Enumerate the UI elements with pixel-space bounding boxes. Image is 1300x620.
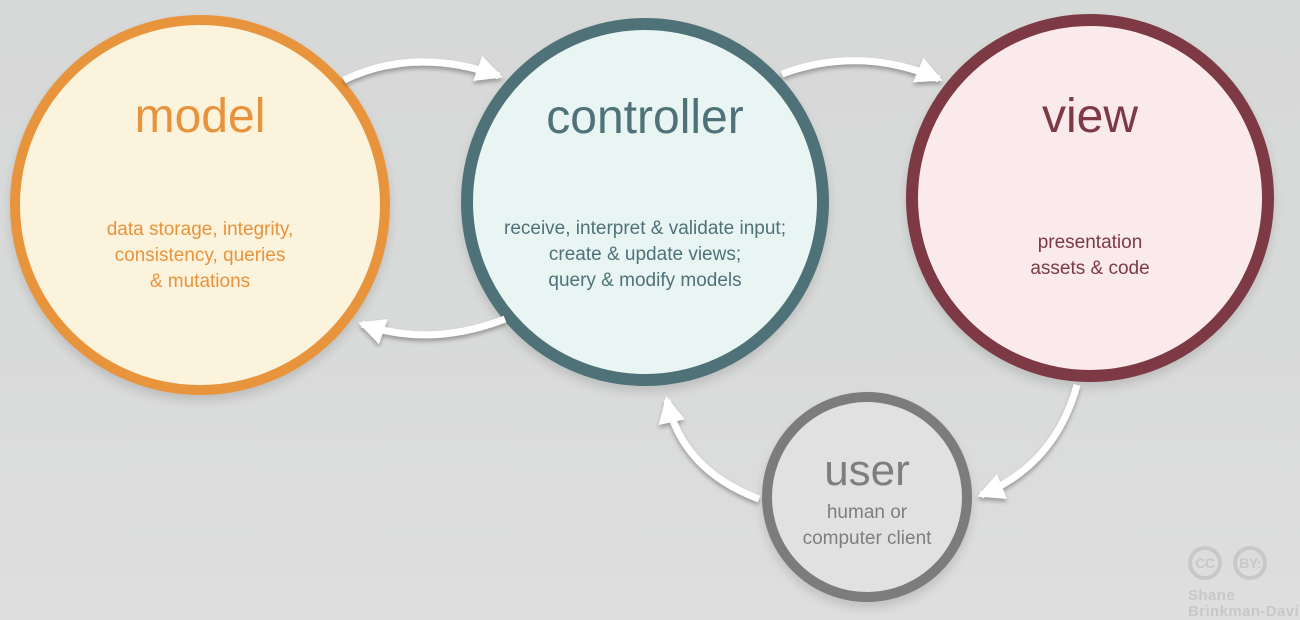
user-label: user <box>824 446 910 495</box>
cc-icon-label: CC <box>1195 555 1215 571</box>
arrow-controller-to-view <box>780 57 943 83</box>
author-line-2: Brinkman-Davis <box>1188 602 1300 620</box>
node-user: user human or computer client <box>762 392 972 602</box>
view-label: view <box>1041 90 1139 143</box>
model-label: model <box>134 90 266 143</box>
node-model: model data storage, integrity, consisten… <box>10 15 390 395</box>
by-icon: BY: <box>1233 546 1267 580</box>
arrow-view-to-user <box>977 384 1081 499</box>
attribution-author: Shane Brinkman-Davis <box>1188 588 1300 620</box>
by-icon-label: BY: <box>1239 555 1261 571</box>
author-line-1: Shane <box>1188 587 1236 604</box>
cc-icon: CC <box>1188 546 1222 580</box>
arrow-model-to-controller <box>342 55 503 84</box>
license-icons: CC BY: <box>1188 546 1300 580</box>
arrow-controller-to-model <box>358 315 507 345</box>
node-controller: controller receive, interpret & validate… <box>461 18 829 386</box>
controller-label: controller <box>546 91 744 144</box>
model-description: data storage, integrity, consistency, qu… <box>106 219 294 292</box>
user-description: human or computer client <box>802 502 932 549</box>
node-view: view presentation assets & code <box>906 14 1274 382</box>
arrow-user-to-controller <box>658 396 761 503</box>
controller-description: receive, interpret & validate input; cre… <box>504 218 786 291</box>
cc-license-badge: CC BY: Shane Brinkman-Davis <box>1188 546 1300 620</box>
view-description: presentation assets & code <box>1030 232 1150 279</box>
